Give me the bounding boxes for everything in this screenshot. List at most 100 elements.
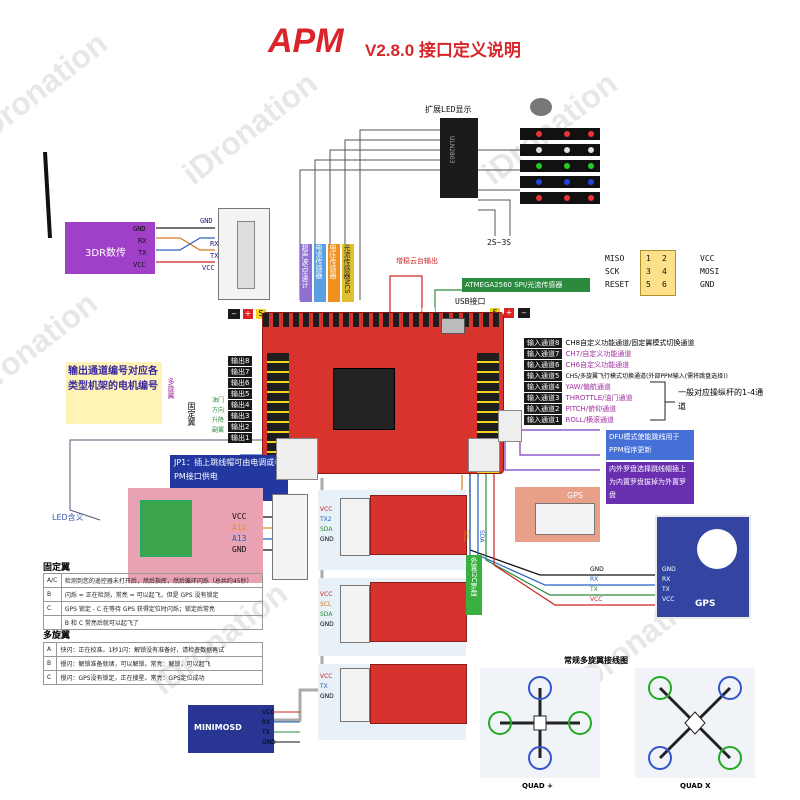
atmega-chip [333,368,395,430]
spi-pin-mosi: MOSI [700,267,720,276]
analog-pin-header [263,313,503,327]
quad-plus-diagram [480,668,600,778]
analog-pin: A0 [302,307,310,314]
led-strip-white [520,144,600,156]
input-note: THROTTLE/油门通道 [565,394,633,402]
led-ext-title: 扩展LED显示 [425,105,472,114]
input-note: YAW/偏航通道 [565,383,611,391]
gps-name: GPS [695,599,716,609]
led-strip-green [520,160,600,172]
s-sign-left: S [256,309,266,319]
minus-sign-right: − [518,308,530,318]
output-channel: 输出7 [228,367,253,377]
radio-pin-rx: RX [138,237,147,245]
analog-pin: A5 [358,307,366,314]
gps-pins: GND RX TX VCC [662,566,676,603]
led-voltage: 2S~3S [487,238,512,247]
spi-num-4: 4 [662,267,667,276]
spi-num-5: 5 [646,280,651,289]
input-channel: 输入通道4 [524,382,563,392]
pm-port [276,438,318,480]
minimosd-module: MINIMOSD [188,705,274,753]
output-channel: 输出5 [228,389,253,399]
analog-label-optflow: 光流传感器NCS [342,244,354,302]
spi-num-2: 2 [662,254,667,263]
radio-board-pin-vcc: VCC [202,264,215,272]
i2c-pin-scl: SCL [462,530,469,542]
input-note: CH6自定义功能通道 [565,361,630,369]
analog-pin-labels: A0 A1 A2 A3 A4 A5 A6 A7 A8 A9 A10 A11 [302,307,440,314]
module-top-connector [340,498,370,556]
radio-antenna-icon [42,150,56,240]
input-note: CH8自定义功能通道/固定翼模式切换通道 [565,339,695,347]
radio-board-pin-gnd: GND [200,217,213,225]
input-channel: 输入通道1 [524,415,563,425]
quad-x-diagram [635,668,755,778]
input-note: ROLL/横滚通道 [565,416,615,424]
dfu-note: DFU模式使能跳线用于PPM程序更新 [606,430,694,460]
pm-pin-a13: A13 [232,534,247,543]
spi-num-1: 1 [646,254,651,263]
input-channel: 输入通道6 [524,360,563,370]
spi-pin-sck: SCK [605,267,620,276]
pm-pin-a12: A12 [232,523,247,532]
input-channel: 输入通道7 [524,349,563,359]
led-strip-red [520,128,600,140]
analog-pin: A6 [369,307,377,314]
uln2803-chip: ULN2803 [440,118,478,198]
analog-pin: A7 [380,307,388,314]
chip-label: ULN2803 [448,136,455,164]
analog-pin: A8 [391,307,399,314]
fixed-wing-label: 固定翼 [187,402,196,426]
input-note: PITCH/俯仰通道 [565,405,617,413]
radio-pin-tx: TX [138,249,147,257]
gps-cable-label: GPS [567,491,584,500]
output-channel: 输出6 [228,378,253,388]
minus-sign-left: − [228,309,240,319]
multi-rotor-legend-title: 多旋翼 [43,631,71,641]
usb-label: USB接口 [455,297,486,306]
input-channel: 输入通道5 [524,371,563,381]
analog-pin: A3 [335,307,343,314]
pm-connector [272,494,308,580]
spi-title: ATMEGA2560 SPI/光流传感器 [462,278,590,292]
analog-pin: A4 [346,307,355,314]
i2c-port [468,438,500,472]
spi-pin-miso: MISO [605,254,625,263]
module-top [370,495,467,555]
radio-board-pin-tx: TX [210,252,219,260]
module-mid [370,582,467,642]
telemetry-connector [218,208,270,300]
input-channel: 输入通道2 [524,404,563,414]
led-strip-blue [520,176,600,188]
spi-num-6: 6 [662,280,667,289]
output-channel: 输出8 [228,356,253,366]
led-meaning-label: LED含义 [52,513,84,522]
led-strip-red-2 [520,192,600,204]
minimosd-pins: VCC RX TX GND [262,709,276,746]
page-title: APM [268,22,344,60]
gps-cable-connector: GPS [515,487,600,542]
gps-wire-labels: GND RX TX VCC [590,566,604,603]
analog-pin: A10 [414,307,426,314]
output-channel: 输出1 [228,433,253,443]
output-title-box: 输出通道编号对应各类型机架的电机编号 [66,362,162,424]
module-mid-connector [340,585,370,643]
output-list: 输出8 输出7 输出6 输出5 输出4 输出3 输出2 输出1 [228,356,253,443]
analog-label-sonar: 超声波/空速计 [300,244,312,302]
i2c-compass-label: 外置I2C罗盘 [466,555,482,615]
i2c-pin-sda: SDA [478,530,485,543]
pm-pin-vcc: VCC [232,512,247,521]
analog-pin: A1 [313,307,321,314]
pm-pin-gnd: GND [232,545,247,554]
spi-pin-reset: RESET [605,280,630,289]
fixed-roles: 油门 方向 升降 副翼 [212,397,225,434]
analog-pin: A11 [429,307,440,314]
led-board [140,500,192,557]
input-channel: 输入通道3 [524,393,563,403]
radio-module: 3DR数传 [65,222,155,274]
multi-rotor-label: 多旋翼 [167,378,175,399]
